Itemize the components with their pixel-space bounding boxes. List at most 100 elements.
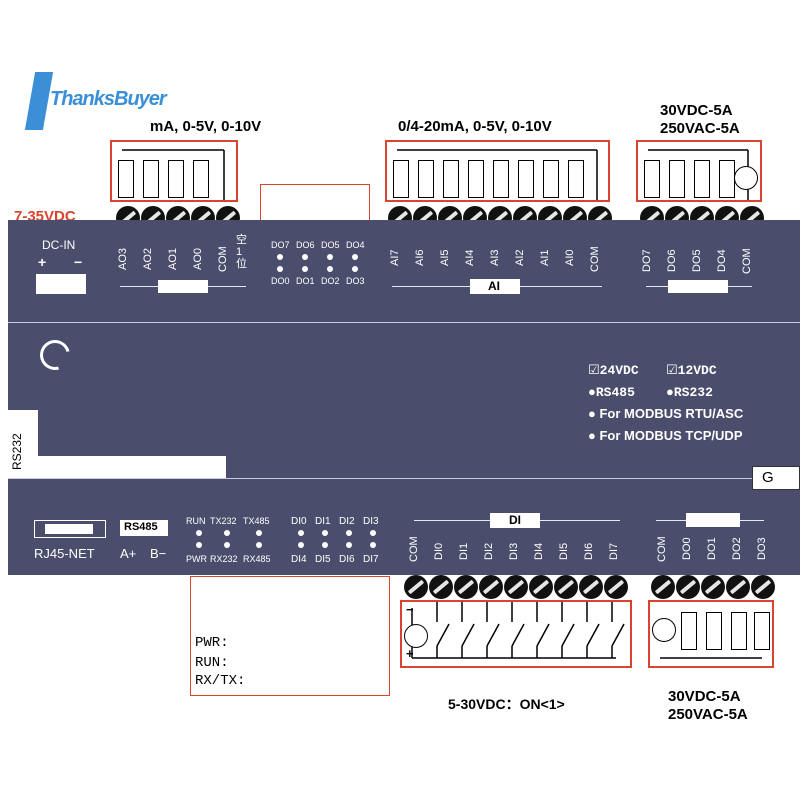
led-label-di5: DI5 — [315, 554, 331, 565]
led-do6 — [302, 254, 308, 260]
led-label-rx232: RX232 — [210, 554, 238, 564]
option-modbus-rtu: ● For MODBUS RTU/ASC — [588, 406, 743, 421]
led-do1 — [302, 266, 308, 272]
do-bottom-power-source-icon — [652, 618, 676, 642]
do-top-rating-line1: 30VDC-5A — [660, 102, 733, 119]
brand-logo: ThanksBuyer — [24, 72, 167, 132]
pin-label-di6: DI6 — [583, 542, 595, 560]
pin-label-ai7: AI7 — [389, 249, 401, 266]
terminal-screw-icon — [676, 575, 700, 599]
ao-range-label: mA, 0-5V, 0-10V — [150, 118, 262, 135]
do-top-group-tag — [668, 280, 728, 293]
di-source-plus: + — [406, 646, 414, 661]
do-bottom-load-3 — [754, 612, 770, 650]
led-label-run: RUN — [186, 516, 206, 526]
pin-label-ao0: AO0 — [192, 247, 204, 270]
pin-label-ai5: AI5 — [439, 249, 451, 266]
option-24vdc-mark: ☑ — [588, 362, 600, 377]
led-label-di1: DI1 — [315, 516, 331, 527]
pin-label-ao2: AO2 — [142, 247, 154, 270]
pin-label-do7-top: DO7 — [641, 249, 653, 272]
led-label-do1: DO1 — [296, 276, 315, 286]
led-label-di3: DI3 — [363, 516, 379, 527]
di-wiring-box: − + — [400, 600, 632, 668]
ground-label: G — [762, 469, 774, 486]
b-minus-label: B− — [150, 546, 167, 561]
led-tx232 — [224, 530, 230, 536]
terminal-screw-icon — [751, 575, 775, 599]
option-modbus-tcp-mark: ● — [588, 428, 596, 443]
do-bottom-terminal-block — [651, 575, 775, 599]
pin-label-ai-com: COM — [589, 246, 601, 272]
module-board — [8, 220, 800, 575]
ai-sensor-4 — [493, 160, 509, 198]
di-terminal-block — [404, 575, 628, 599]
pin-label-do4-top: DO4 — [716, 249, 728, 272]
option-rs485: ●RS485 — [588, 384, 635, 400]
led-label-di2: DI2 — [339, 516, 355, 527]
rj45-label: RJ45-NET — [34, 546, 95, 561]
led-label-tx485: TX485 — [243, 516, 270, 526]
led-label-rx485: RX485 — [243, 554, 271, 564]
terminal-screw-icon — [651, 575, 675, 599]
do-bottom-load-0 — [681, 612, 697, 650]
do-top-power-source-icon — [734, 166, 758, 190]
led-label-pwr: PWR — [186, 554, 207, 564]
ao-wiring-box — [110, 140, 238, 202]
di-voltage-note: 5-30VDC：ON<1> — [448, 696, 565, 712]
led-di5 — [322, 542, 328, 548]
do-top-load-0 — [644, 160, 660, 198]
pin-label-do-com-top: COM — [741, 248, 753, 274]
logo-text: ThanksBuyer — [50, 88, 167, 110]
terminal-screw-icon — [404, 575, 428, 599]
pin-label-ai6: AI6 — [414, 249, 426, 266]
pin-label-di0: DI0 — [433, 542, 445, 560]
led-di3 — [370, 530, 376, 536]
led-di7 — [370, 542, 376, 548]
bottom-rating-line2: 250VAC-5A — [668, 706, 748, 723]
led-tx485 — [256, 530, 262, 536]
do-top-load-1 — [669, 160, 685, 198]
terminal-screw-icon — [554, 575, 578, 599]
ground-terminal — [752, 466, 800, 490]
display-line-run: RUN: — [195, 655, 229, 671]
led-label-do3: DO3 — [346, 276, 365, 286]
led-label-do0: DO0 — [271, 276, 290, 286]
led-label-di6: DI6 — [339, 554, 355, 565]
led-do3 — [352, 266, 358, 272]
bottom-rating-line1: 30VDC-5A — [668, 688, 741, 705]
pin-label-di4: DI4 — [533, 542, 545, 560]
ai-wiring-box — [385, 140, 610, 202]
di-group-tag — [490, 513, 540, 528]
rs485-badge — [120, 520, 168, 536]
rj45-socket — [45, 524, 93, 534]
option-modbus-tcp-text: For MODBUS TCP/UDP — [599, 428, 743, 443]
pin-label-do3-bottom: DO3 — [756, 537, 768, 560]
option-rs485-mark: ● — [588, 384, 596, 399]
do-bottom-load-1 — [706, 612, 722, 650]
led-di4 — [298, 542, 304, 548]
terminal-screw-icon — [479, 575, 503, 599]
status-display: PWR: RUN: RX/TX: — [190, 576, 390, 696]
ai-sensor-6 — [543, 160, 559, 198]
pin-label-ai3: AI3 — [489, 249, 501, 266]
pin-label-di5: DI5 — [558, 542, 570, 560]
terminal-screw-icon — [726, 575, 750, 599]
logo-mark-icon — [24, 72, 54, 130]
led-run — [196, 530, 202, 536]
option-modbus-rtu-mark: ● — [588, 406, 596, 421]
led-label-di7: DI7 — [363, 554, 379, 565]
ai-sensor-7 — [568, 160, 584, 198]
pin-label-ai1: AI1 — [539, 249, 551, 266]
led-di2 — [346, 530, 352, 536]
led-di6 — [346, 542, 352, 548]
option-rs232-text: RS232 — [673, 385, 713, 400]
dc-minus-label: − — [74, 254, 83, 270]
rs232-strip — [8, 456, 226, 478]
ai-sensor-1 — [418, 160, 434, 198]
do-top-load-3 — [719, 160, 735, 198]
led-do7 — [277, 254, 283, 260]
pin-label-ai0: AI0 — [564, 249, 576, 266]
pin-label-di2: DI2 — [483, 542, 495, 560]
option-12vdc-mark: ☑ — [666, 362, 678, 377]
